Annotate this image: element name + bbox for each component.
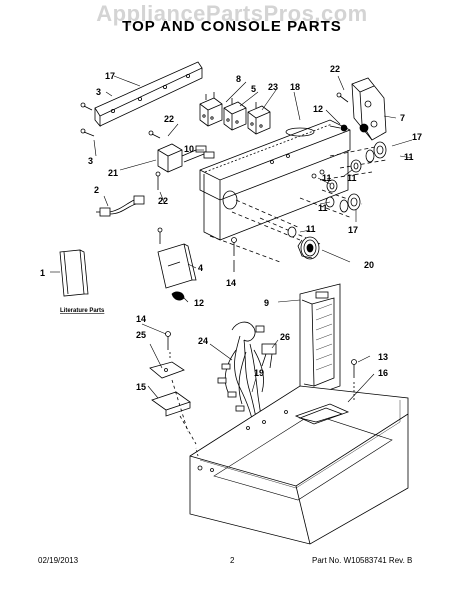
part-8-end-cap xyxy=(351,77,387,141)
footer-date: 02/19/2013 xyxy=(38,556,79,565)
callout-12a: 12 xyxy=(313,104,323,114)
callout-21: 21 xyxy=(108,168,118,178)
footer-page: 2 xyxy=(230,556,235,565)
callout-16: 16 xyxy=(378,368,388,378)
callout-14a: 14 xyxy=(226,278,236,288)
part-22-screw-top xyxy=(336,92,349,103)
part-10-lint-screen xyxy=(299,283,341,397)
part-9-switch xyxy=(199,92,223,127)
callout-22c: 22 xyxy=(158,196,168,206)
callout-2: 2 xyxy=(94,185,99,195)
part-4-cover xyxy=(157,243,197,289)
callout-26: 26 xyxy=(280,332,290,342)
callout-12b: 12 xyxy=(194,298,204,308)
part-6-rear-bracket xyxy=(94,61,203,128)
explode-line-hinge xyxy=(179,415,197,445)
part-13-screw xyxy=(351,359,357,378)
part-2-wire-harness xyxy=(96,195,145,217)
callout-20: 20 xyxy=(364,260,374,270)
part-26-connector xyxy=(261,343,277,369)
part-21-timer xyxy=(157,143,215,173)
part-23-switch xyxy=(247,102,271,135)
callout-11b: 11 xyxy=(347,173,357,183)
part-20-timer-knob xyxy=(297,236,320,260)
callout-11e: 11 xyxy=(322,173,332,183)
part-22-screw-lower xyxy=(157,227,163,244)
part-12-clip-a xyxy=(171,291,185,301)
part-16-top-panel xyxy=(189,385,409,545)
part-17-knob-b xyxy=(339,193,361,213)
callout-11c: 11 xyxy=(318,203,328,213)
callout-10: 9 xyxy=(264,298,269,308)
part-3-screw-upper xyxy=(80,102,93,111)
callout-17a: 17 xyxy=(412,132,422,142)
callout-11a: 11 xyxy=(404,152,414,162)
part-22-screw-mid xyxy=(148,130,161,139)
callout-15: 15 xyxy=(136,382,146,392)
watermark: AppliancePartsPros.com xyxy=(96,1,368,26)
explode-lines-console xyxy=(209,145,387,263)
callout-22b: 22 xyxy=(164,114,174,124)
callout-1: 1 xyxy=(40,268,45,278)
callout-22a: 22 xyxy=(330,64,340,74)
callout-19: 19 xyxy=(254,368,264,378)
part-22-screw-left xyxy=(155,171,161,190)
callout-5: 5 xyxy=(251,84,256,94)
part-11-knob-b xyxy=(326,179,338,193)
part-24-main-harness xyxy=(217,321,265,431)
part-14-screw-lower xyxy=(165,331,171,350)
callout-3a: 3 xyxy=(96,87,101,97)
leader-lines xyxy=(50,75,413,403)
part-1-literature xyxy=(59,249,89,297)
part-18-console xyxy=(199,119,351,241)
callout-18: 18 xyxy=(290,82,300,92)
callout-17b: 17 xyxy=(348,225,358,235)
part-3-screw-lower xyxy=(80,128,95,137)
callout-9: 8 xyxy=(236,74,241,84)
callout-24: 24 xyxy=(198,336,208,346)
part-12-clip-b xyxy=(329,124,348,132)
callout-labels: 17 3 3 8 5 23 18 22 12 7 17 11 11 11 11 … xyxy=(40,64,422,392)
callout-3b: 3 xyxy=(88,156,93,166)
callout-8: 7 xyxy=(400,113,405,123)
callout-6: 17 xyxy=(105,71,115,81)
part-17-knob-a xyxy=(365,141,387,163)
part-15-hinge xyxy=(151,391,191,417)
part-5-switch xyxy=(223,98,247,131)
literature-parts-label: Literature Parts xyxy=(60,308,105,314)
callout-23: 23 xyxy=(268,82,278,92)
footer-part-number: Part No. W10583741 Rev. B xyxy=(312,556,413,565)
callout-14b: 14 xyxy=(136,314,146,324)
explode-line-15 xyxy=(195,447,199,457)
diagram-title: TOP AND CONSOLE PARTS xyxy=(122,18,342,35)
callout-7: 10 xyxy=(184,144,194,154)
callout-11d: 11 xyxy=(306,224,316,234)
part-11-knob-d xyxy=(287,226,297,238)
callout-4: 4 xyxy=(198,263,203,273)
callout-25: 25 xyxy=(136,330,146,340)
part-25-bracket xyxy=(149,361,185,379)
part-14-screw-upper xyxy=(231,237,237,256)
part-11-knob-a xyxy=(350,159,362,173)
callout-13: 13 xyxy=(378,352,388,362)
